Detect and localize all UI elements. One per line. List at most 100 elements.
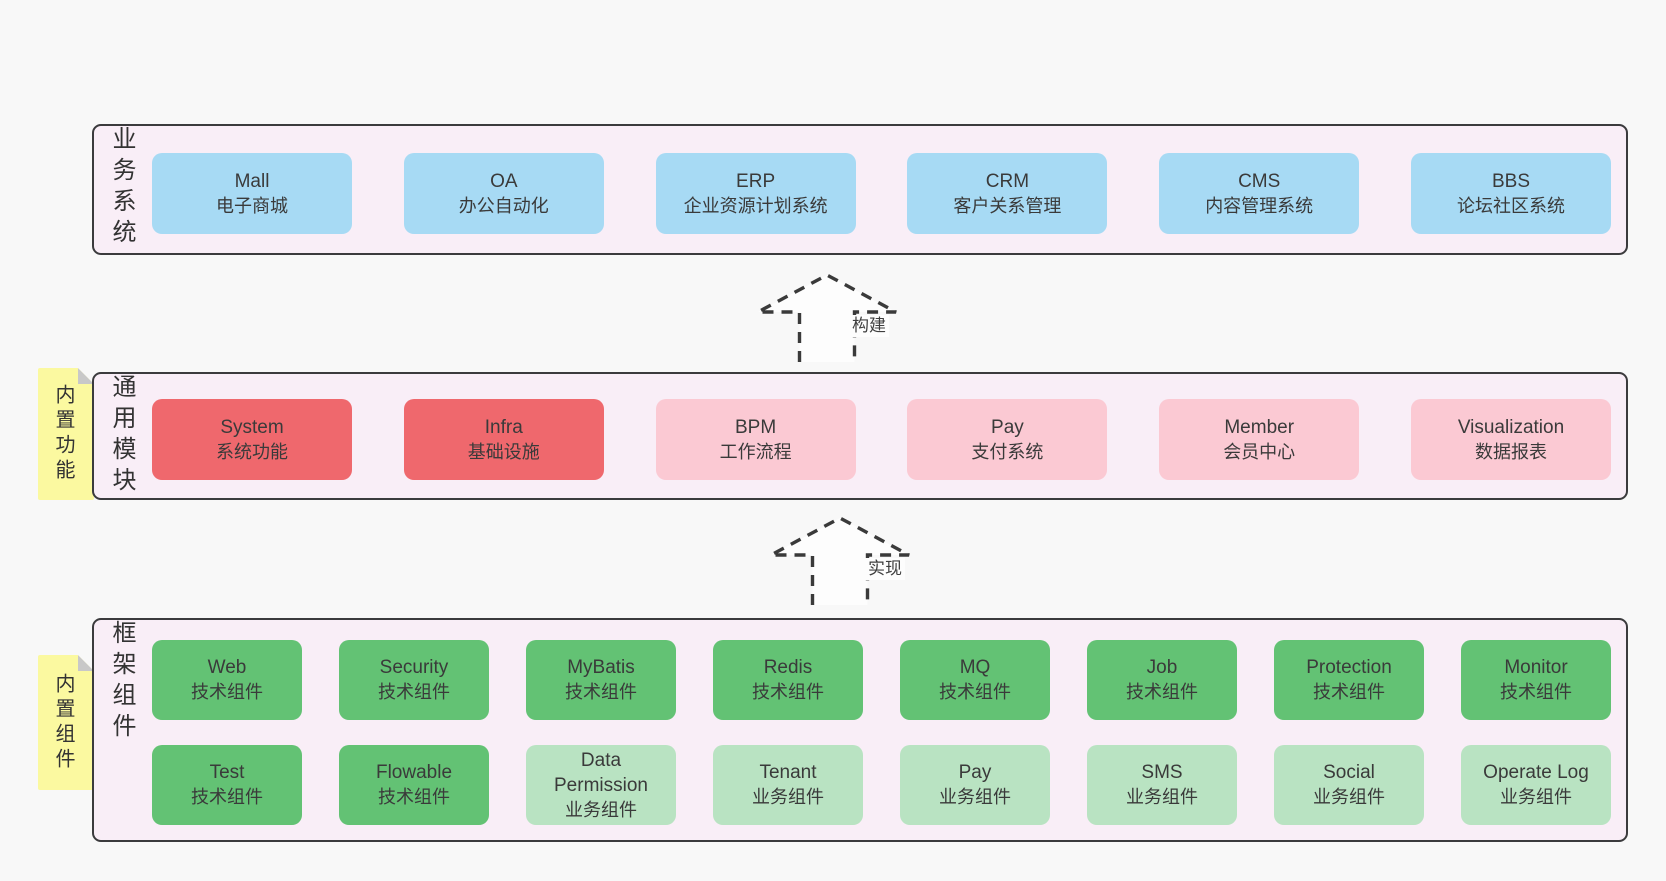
- component-box: Visualization 数据报表: [1410, 399, 1611, 480]
- box-subtitle: 论坛社区系统: [1456, 195, 1565, 216]
- box-title: Social: [1323, 762, 1375, 783]
- box-subtitle: 企业资源计划系统: [683, 195, 828, 216]
- box-title: CMS: [1238, 170, 1281, 192]
- box-title: CRM: [985, 170, 1030, 192]
- box-subtitle: 办公自动化: [458, 195, 549, 216]
- component-box-row: Web 技术组件 Security 技术组件 MyBatis 技术组件 Redi…: [152, 640, 1611, 720]
- box-title: Operate Log: [1483, 762, 1589, 783]
- box-title: Redis: [763, 657, 813, 678]
- component-box: OA 办公自动化: [403, 153, 604, 234]
- box-title: Mall: [234, 170, 270, 192]
- component-box: Job 技术组件: [1087, 640, 1237, 720]
- component-box: Web 技术组件: [152, 640, 302, 720]
- component-box: Test 技术组件: [152, 745, 302, 825]
- component-box: Redis 技术组件: [713, 640, 863, 720]
- folded-corner-cut: [78, 655, 94, 671]
- box-subtitle: 技术组件: [191, 682, 263, 702]
- component-box: MyBatis 技术组件: [526, 640, 676, 720]
- box-subtitle: 支付系统: [971, 441, 1044, 462]
- component-box: BPM 工作流程: [655, 399, 856, 480]
- sticky-tab-built-in-functions: 内置功能: [38, 368, 94, 500]
- box-title: Infra: [484, 416, 523, 438]
- up-arrow-build-icon: [757, 273, 897, 362]
- box-title: Security: [379, 657, 449, 678]
- component-box: CMS 内容管理系统: [1159, 153, 1360, 234]
- folded-corner-cut: [78, 368, 94, 384]
- layer-title: 业务系统: [108, 126, 135, 250]
- box-title: Web: [207, 657, 247, 678]
- box-title: System: [220, 416, 284, 438]
- box-subtitle: 数据报表: [1474, 441, 1547, 462]
- box-subtitle: 会员中心: [1223, 441, 1296, 462]
- component-box: SMS 业务组件: [1087, 745, 1237, 825]
- component-box: Protection 技术组件: [1274, 640, 1424, 720]
- module-box-row: System 系统功能 Infra 基础设施 BPM 工作流程 Pay 支付系统…: [152, 399, 1611, 480]
- arrow-label-implement: 实现: [865, 558, 905, 580]
- component-box: Mall 电子商城: [152, 153, 352, 234]
- sticky-tab-label: 内置组件: [52, 672, 74, 773]
- box-subtitle: 内容管理系统: [1205, 195, 1314, 216]
- box-subtitle: 业务组件: [1500, 787, 1572, 807]
- box-title: OA: [490, 170, 518, 192]
- business-box-row: Mall 电子商城 OA 办公自动化 ERP 企业资源计划系统 CRM 客户关系…: [152, 153, 1611, 234]
- box-subtitle: 技术组件: [752, 682, 824, 702]
- box-subtitle: 基础设施: [467, 441, 540, 462]
- component-box: Data Permission 业务组件: [526, 745, 676, 825]
- box-subtitle: 客户关系管理: [953, 195, 1062, 216]
- box-title: Monitor: [1504, 657, 1568, 678]
- box-title: Member: [1224, 416, 1295, 438]
- box-subtitle: 技术组件: [378, 682, 450, 702]
- sticky-tab-label: 内置功能: [52, 384, 74, 484]
- box-subtitle: 技术组件: [378, 787, 450, 807]
- box-subtitle: 技术组件: [1500, 682, 1572, 702]
- component-box: Infra 基础设施: [403, 399, 604, 480]
- box-title: Data Permission: [554, 749, 648, 796]
- box-subtitle: 业务组件: [1126, 787, 1198, 807]
- box-title: Flowable: [375, 762, 453, 783]
- box-title: Visualization: [1457, 416, 1565, 438]
- component-box: ERP 企业资源计划系统: [655, 153, 856, 234]
- component-box: Social 业务组件: [1274, 745, 1424, 825]
- component-box: Member 会员中心: [1159, 399, 1360, 480]
- box-title: MyBatis: [567, 657, 635, 678]
- layer-framework-components: 框架组件 Web 技术组件 Security 技术组件 MyBatis 技术组件…: [92, 618, 1628, 842]
- layer-business-systems: 业务系统 Mall 电子商城 OA 办公自动化 ERP 企业资源计划系统 CRM…: [92, 124, 1628, 255]
- box-title: Test: [209, 762, 245, 783]
- box-title: Pay: [958, 762, 992, 783]
- box-subtitle: 工作流程: [719, 441, 792, 462]
- component-box: Flowable 技术组件: [339, 745, 489, 825]
- box-title: SMS: [1141, 762, 1183, 783]
- arrow-label-build: 构建: [849, 315, 889, 337]
- component-box: Pay 支付系统: [907, 399, 1108, 480]
- box-subtitle: 业务组件: [565, 799, 637, 820]
- box-subtitle: 技术组件: [1126, 682, 1198, 702]
- component-box: Monitor 技术组件: [1461, 640, 1611, 720]
- component-box: CRM 客户关系管理: [907, 153, 1108, 234]
- box-title: Job: [1146, 657, 1178, 678]
- box-subtitle: 业务组件: [752, 787, 824, 807]
- box-subtitle: 业务组件: [939, 787, 1011, 807]
- box-title: Protection: [1306, 657, 1392, 678]
- component-box-row: Test 技术组件 Flowable 技术组件 Data Permission …: [152, 745, 1611, 825]
- box-subtitle: 技术组件: [191, 787, 263, 807]
- box-title: ERP: [736, 170, 776, 192]
- component-box: Pay 业务组件: [900, 745, 1050, 825]
- box-subtitle: 技术组件: [939, 682, 1011, 702]
- component-box: BBS 论坛社区系统: [1410, 153, 1611, 234]
- component-box: MQ 技术组件: [900, 640, 1050, 720]
- layer-common-modules: 通用模块 System 系统功能 Infra 基础设施 BPM 工作流程 Pay…: [92, 372, 1628, 500]
- box-subtitle: 电子商城: [216, 195, 288, 216]
- up-arrow-implement-icon: [770, 516, 910, 605]
- component-box: Operate Log 业务组件: [1461, 745, 1611, 825]
- box-title: Pay: [991, 416, 1024, 438]
- layer-title: 框架组件: [108, 620, 135, 744]
- layer-title: 通用模块: [108, 374, 135, 498]
- box-title: BBS: [1491, 170, 1530, 192]
- box-subtitle: 系统功能: [216, 441, 288, 462]
- box-title: MQ: [959, 657, 991, 678]
- box-subtitle: 技术组件: [565, 682, 637, 702]
- component-box: Security 技术组件: [339, 640, 489, 720]
- component-box: Tenant 业务组件: [713, 745, 863, 825]
- component-box: System 系统功能: [152, 399, 352, 480]
